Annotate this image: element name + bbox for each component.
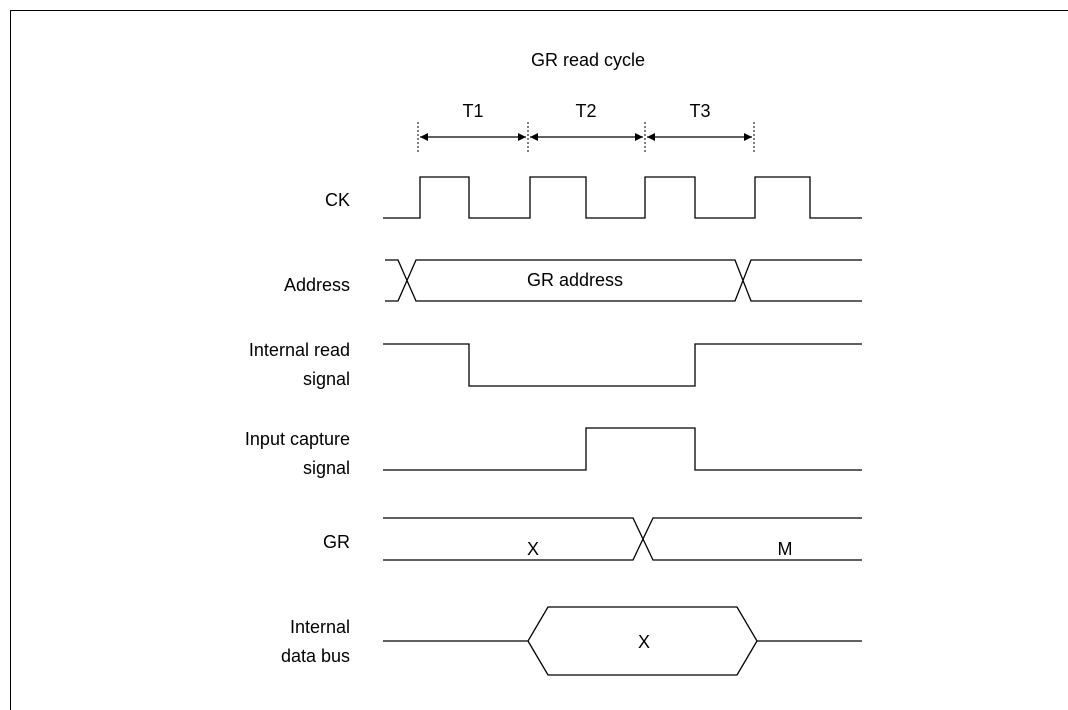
signal-label-capture-line1: Input capture [245, 429, 350, 449]
address-waveform [385, 259, 862, 302]
period-label-t2: T2 [575, 101, 596, 121]
signal-label-bus-line1: Internal [290, 617, 350, 637]
bus-value: X [638, 632, 650, 652]
signal-label-read-line2: signal [303, 369, 350, 389]
signal-label-address: Address [284, 275, 350, 295]
signal-label-ck: CK [325, 190, 350, 210]
ck-waveform [383, 176, 862, 219]
period-label-t1: T1 [462, 101, 483, 121]
signal-label-read-line1: Internal read [249, 340, 350, 360]
signal-label-capture-line2: signal [303, 458, 350, 478]
capture-signal-waveform [383, 427, 862, 471]
diagram-frame [10, 10, 1068, 710]
gr-waveform [383, 517, 862, 561]
signal-label-gr: GR [323, 532, 350, 552]
address-value: GR address [527, 270, 623, 290]
read-signal-waveform [383, 343, 862, 387]
gr-value-after: M [778, 539, 793, 559]
gr-value-before: X [527, 539, 539, 559]
diagram-title: GR read cycle [531, 50, 645, 70]
signal-label-bus-line2: data bus [281, 646, 350, 666]
period-label-t3: T3 [689, 101, 710, 121]
bus-waveform [383, 606, 862, 676]
